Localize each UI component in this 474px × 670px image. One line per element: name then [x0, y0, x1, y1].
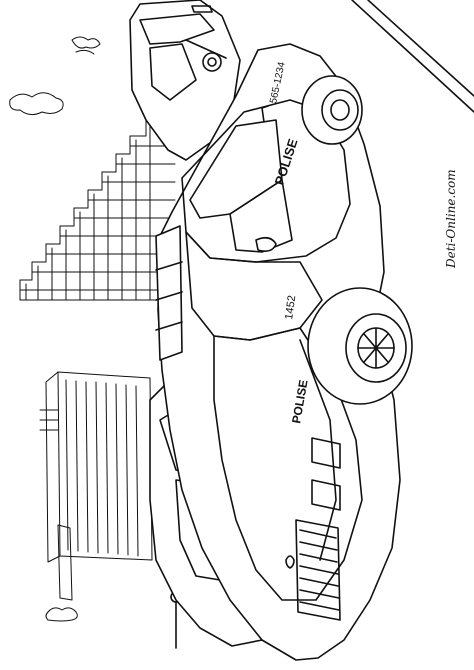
stepped-building: [19, 119, 176, 301]
site-watermark: Deti-Online.com: [444, 169, 458, 269]
police-car: [155, 43, 401, 661]
police-car-front-wheel: [307, 287, 413, 405]
cloud-bottom-left: [45, 607, 78, 622]
fender-number: 1452: [283, 295, 298, 321]
cloud-left: [9, 92, 64, 116]
cloud-top-left: [71, 36, 101, 55]
tall-building: [39, 371, 153, 601]
police-car-rear-wheel: [301, 75, 363, 145]
road-lines: [351, 0, 474, 113]
